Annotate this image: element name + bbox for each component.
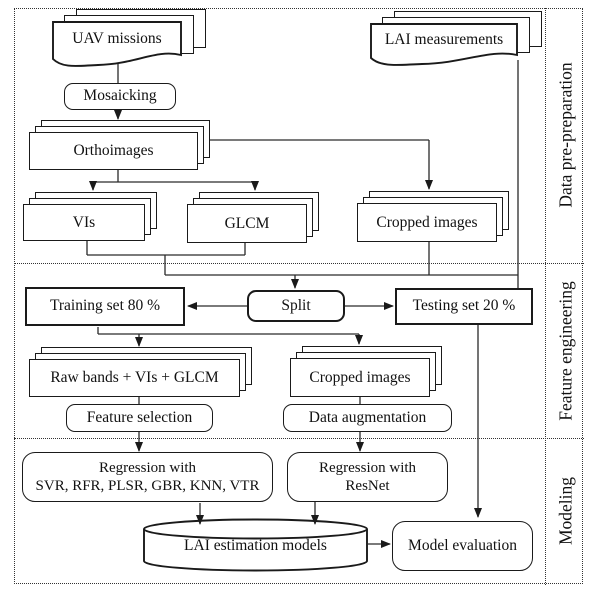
node-glcm: GLCM [187, 192, 319, 243]
node-vis: VIs [23, 192, 157, 241]
node-label: Raw bands + VIs + GLCM [29, 359, 240, 397]
node-label: Feature selection [86, 408, 193, 426]
document-shape [52, 21, 182, 67]
node-label: Mosaicking [83, 87, 157, 105]
document-shape [370, 23, 518, 66]
node-regression-ml: Regression with SVR, RFR, PLSR, GBR, KNN… [22, 452, 273, 502]
node-label: LAI estimation models [184, 537, 327, 554]
node-label: Cropped images [357, 203, 497, 242]
node-split: Split [247, 290, 345, 322]
node-regression-resnet: Regression with ResNet [287, 452, 448, 502]
node-label-line1: Regression with [98, 460, 197, 476]
node-feature-selection: Feature selection [66, 404, 213, 432]
node-orthoimages: Orthoimages [29, 120, 210, 170]
node-label-line2: SVR, RFR, PLSR, GBR, KNN, VTR [35, 478, 260, 494]
node-label: VIs [23, 204, 145, 241]
node-lai-measurements: LAI measurements [370, 11, 542, 66]
node-testing-set: Testing set 20 % [395, 288, 533, 325]
section-label-modeling: Modeling [555, 476, 576, 546]
node-label: Data augmentation [308, 408, 427, 426]
node-cropped-images-top: Cropped images [357, 191, 509, 242]
node-uav-missions: UAV missions [52, 9, 206, 67]
node-label: Testing set 20 % [412, 297, 516, 315]
node-label: UAV missions [72, 30, 162, 48]
section-label-feature-engineering: Feature engineering [555, 281, 576, 421]
node-raw-bands: Raw bands + VIs + GLCM [29, 347, 252, 397]
node-label: GLCM [187, 204, 307, 243]
node-label: Model evaluation [408, 536, 517, 554]
node-label: LAI measurements [384, 31, 504, 49]
node-label-line2: ResNet [345, 478, 390, 494]
node-label-line1: Regression with [318, 460, 417, 476]
node-training-set: Training set 80 % [25, 287, 185, 326]
node-label: Cropped images [290, 358, 430, 397]
section-label-data-pre-preparation: Data pre-preparation [555, 62, 576, 208]
node-model-evaluation: Model evaluation [392, 521, 533, 571]
node-label: Training set 80 % [49, 297, 161, 315]
plain-connectors [86, 60, 519, 404]
node-label: Split [281, 296, 311, 314]
node-data-augmentation: Data augmentation [283, 404, 452, 432]
node-cropped-images-mid: Cropped images [290, 346, 442, 397]
node-label: Orthoimages [29, 132, 198, 170]
node-lai-models: LAI estimation models [150, 533, 361, 559]
node-mosaicking: Mosaicking [64, 83, 176, 110]
